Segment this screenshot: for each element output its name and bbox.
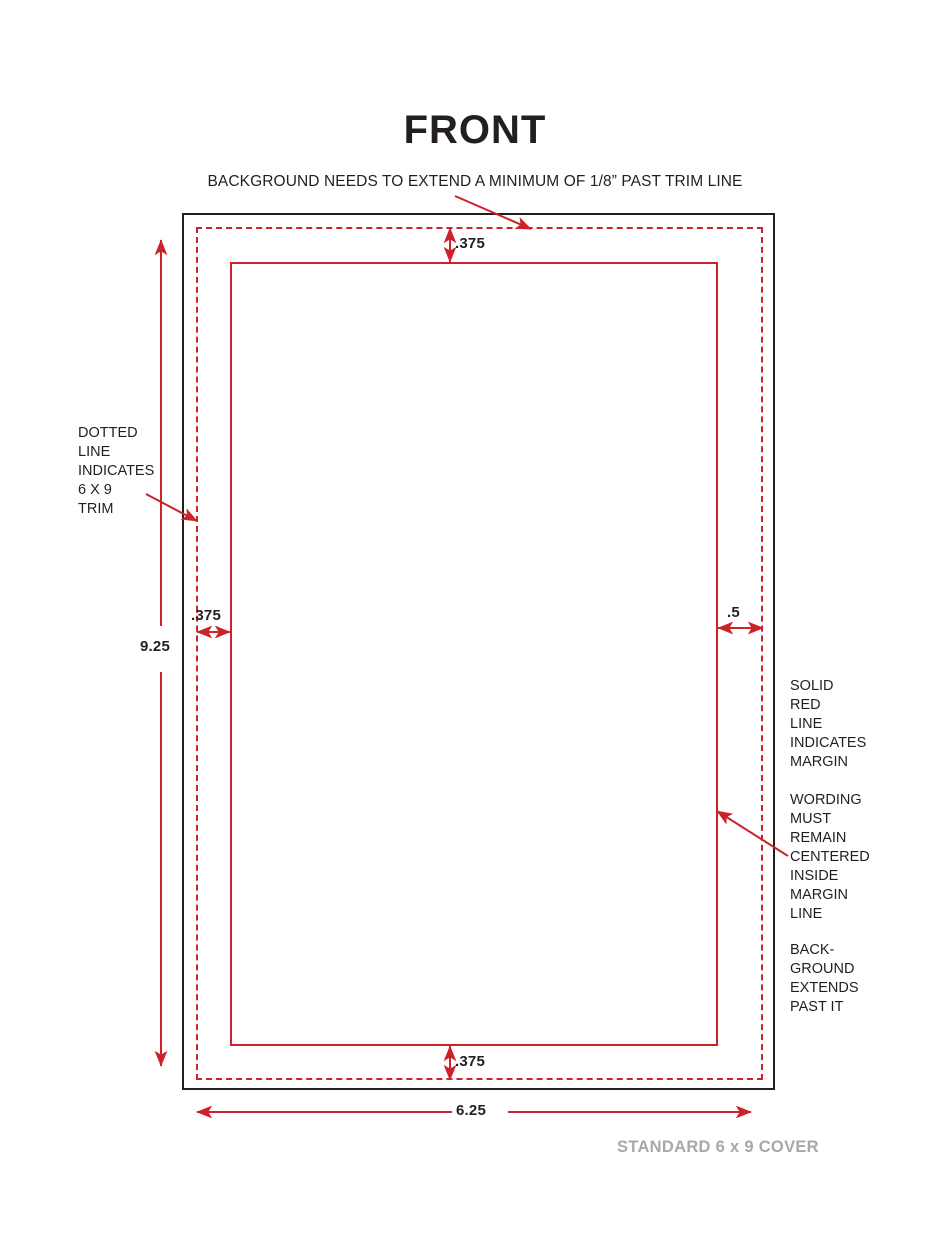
dimension-label-width: 6.25 <box>456 1102 486 1119</box>
dimension-label-left-margin: .375 <box>191 607 221 624</box>
margin-box <box>230 262 718 1046</box>
dimension-label-height: 9.25 <box>140 638 170 655</box>
page-title: FRONT <box>403 108 547 152</box>
footer-label: STANDARD 6 x 9 COVER <box>617 1138 819 1156</box>
annotation-dotted-line: DOTTED LINE INDICATES 6 X 9 TRIM <box>78 425 155 517</box>
bleed-note-text: BACKGROUND NEEDS TO EXTEND A MINIMUM OF … <box>207 173 743 190</box>
dimension-label-right-margin: .5 <box>727 604 740 621</box>
dimension-label-bottom-margin: .375 <box>455 1053 485 1070</box>
annotation-solid-red-line: SOLID RED LINE INDICATES MARGIN <box>790 678 867 770</box>
annotation-wording-centered: WORDING MUST REMAIN CENTERED INSIDE MARG… <box>790 792 870 922</box>
dimension-label-top-margin: .375 <box>455 235 485 252</box>
bleed-box <box>182 213 775 1090</box>
annotation-background-extends: BACK- GROUND EXTENDS PAST IT <box>790 942 859 1015</box>
